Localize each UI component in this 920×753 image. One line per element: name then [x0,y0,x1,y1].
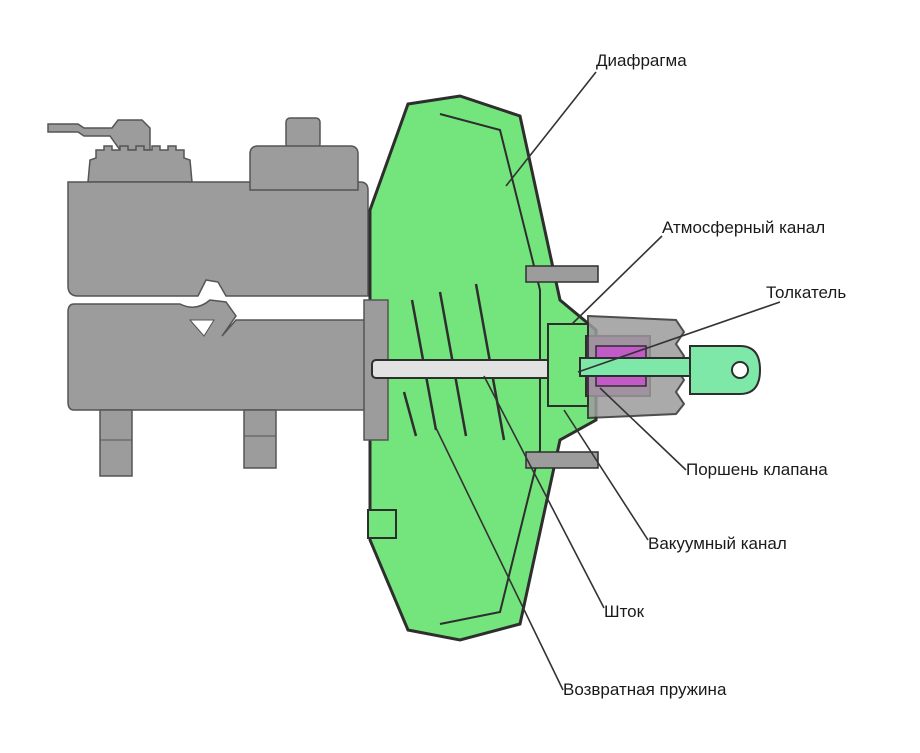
pusher-clevis [689,345,762,395]
mount-bolts [525,265,599,469]
bottom-lug [367,509,397,539]
reservoir-body [67,181,369,297]
bolt-lower [525,451,599,469]
label-return-spring: Возвратная пружина [563,680,727,699]
reservoir-cap [87,145,193,183]
leader-spring [435,427,564,691]
label-atmospheric-channel: Атмосферный канал [662,218,826,237]
leader-pusher [577,301,781,373]
rod-shaft [371,359,559,379]
outlet-fitting-right [243,409,277,469]
outlet-fitting-left [99,409,133,477]
leader-vacuum [563,409,649,541]
right-cap [285,117,321,149]
label-vacuum-channel: Вакуумный канал [648,534,787,553]
label-valve-piston: Поршень клапана [686,460,828,479]
filler-tube [47,119,151,151]
label-diaphragm: Диафрагма [596,51,687,70]
label-pusher: Толкатель [766,283,847,302]
cylinder-notch [188,319,215,337]
bolt-upper [525,265,599,283]
master-cylinder [47,117,381,477]
clevis-hole [731,361,749,379]
leader-diaphragm [505,71,597,187]
leader-valve-piston [599,387,687,471]
cylinder-body [67,299,381,411]
leader-lines [435,71,781,691]
spring-coil [402,391,418,437]
leader-rod [483,375,605,609]
pusher-rod [579,357,691,377]
reservoir-tower [249,145,359,191]
label-rod: Шток [604,602,645,621]
push-rod [371,359,559,379]
leader-atmospheric [571,235,663,325]
